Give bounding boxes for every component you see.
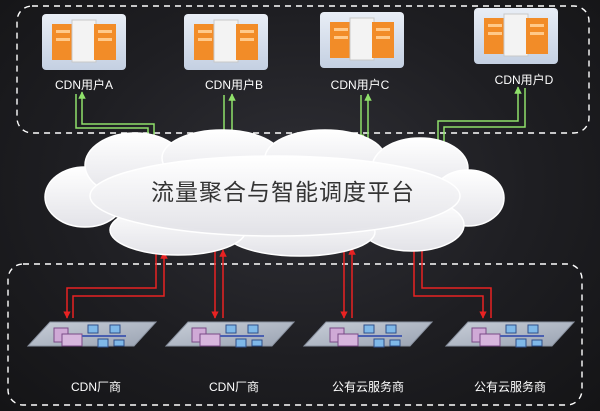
cdn-user-b-label: CDN用户B	[204, 78, 263, 92]
cdn-user-a-icon	[42, 14, 126, 70]
cdn-user-c-icon	[320, 12, 404, 68]
cdn-user-c-label: CDN用户C	[330, 78, 390, 92]
cdn-user-d-label: CDN用户D	[494, 73, 554, 87]
provider-3-network-icon	[302, 321, 434, 348]
provider-1-label: CDN厂商	[71, 380, 121, 394]
cdn-user-a-label: CDN用户A	[54, 78, 113, 92]
provider-link-1-up	[72, 251, 168, 318]
provider-links	[63, 237, 492, 319]
provider-1-network-icon	[26, 321, 158, 348]
provider-4-network-icon	[444, 321, 576, 348]
platform-title: 流量聚合与智能调度平台	[151, 180, 415, 206]
user-link-d-down	[440, 88, 526, 153]
cdn-users-group	[16, 5, 590, 134]
platform-cloud	[44, 129, 505, 257]
provider-link-1-down	[63, 252, 157, 319]
providers-group	[7, 263, 583, 406]
provider-2-label: CDN厂商	[209, 380, 259, 394]
cdn-user-b-icon	[184, 14, 268, 70]
provider-3-label: 公有云服务商	[331, 380, 404, 394]
provider-link-4-down	[413, 238, 487, 319]
provider-link-4-up	[418, 237, 492, 318]
user-link-d-up	[437, 86, 522, 152]
provider-2-network-icon	[164, 321, 296, 348]
provider-4-label: 公有云服务商	[473, 380, 546, 394]
cdn-user-d-icon	[474, 8, 558, 64]
